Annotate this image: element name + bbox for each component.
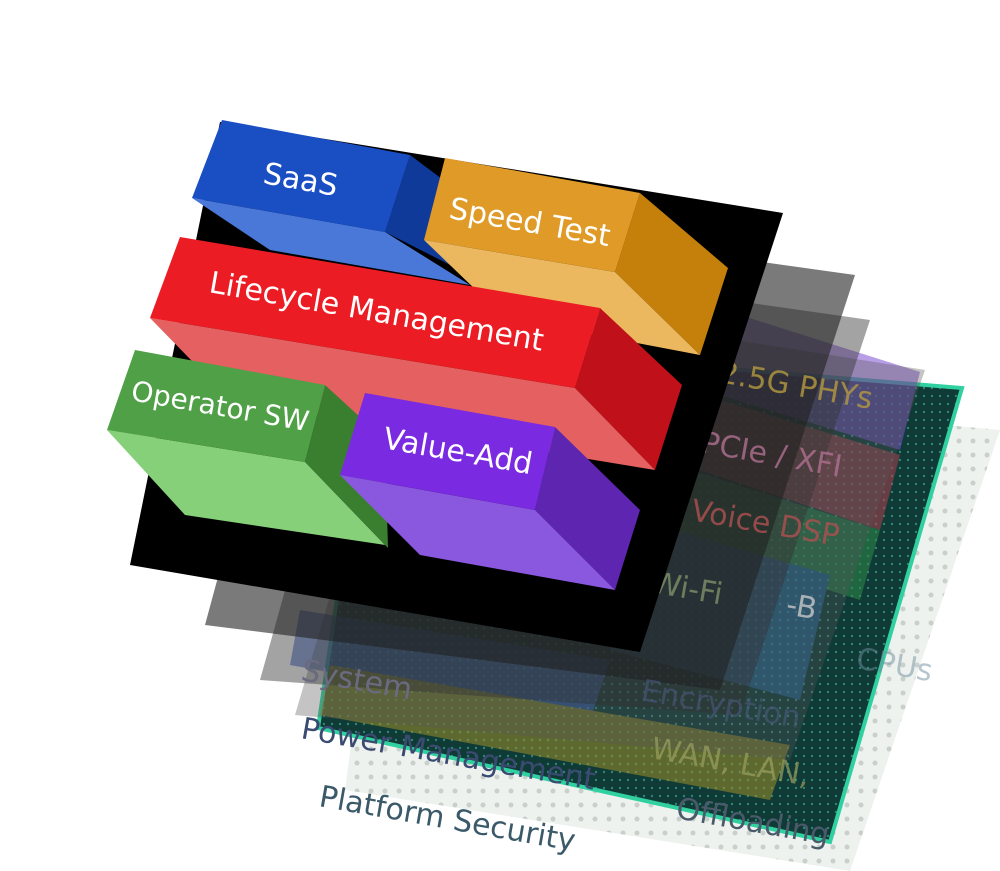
block-value-add: Value-Add xyxy=(340,393,640,590)
label-b: -B xyxy=(784,587,820,627)
block-operator-sw: Operator SW xyxy=(107,350,388,548)
block-saas: SaaS xyxy=(192,120,470,285)
block-speed-test: Speed Test xyxy=(424,158,728,355)
